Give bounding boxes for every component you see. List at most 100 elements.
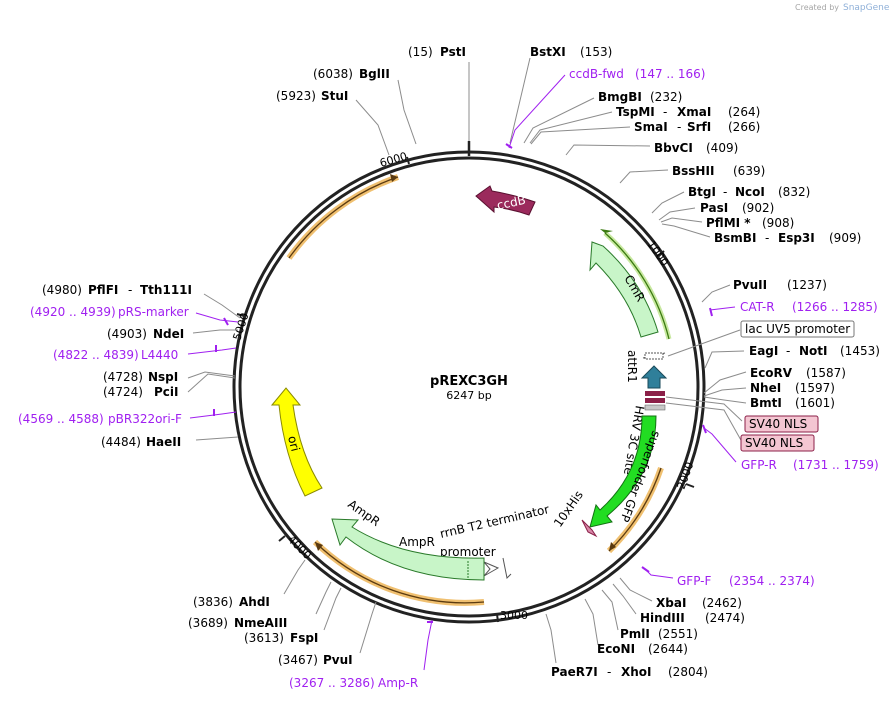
rrnB-terminator-glyph[interactable] <box>502 557 512 580</box>
ruler-label-3000: 3000 <box>500 609 528 622</box>
enzyme-BtgI[interactable]: BtgI <box>688 185 716 199</box>
enzyme-BstXI[interactable]: BstXI <box>530 45 566 59</box>
GFP-arrow[interactable] <box>589 415 657 528</box>
primer-range-L4440: (4822 .. 4839) <box>53 348 139 362</box>
attR1-box[interactable] <box>644 352 664 360</box>
enzyme-Esp3I[interactable]: Esp3I <box>778 231 815 245</box>
watermark-brand[interactable]: SnapGene <box>843 3 890 13</box>
AmpR-arrow[interactable] <box>331 518 485 581</box>
enzyme-NmeAIII[interactable]: NmeAIII <box>234 616 287 630</box>
enzyme-PvuII[interactable]: PvuII <box>733 278 767 292</box>
ccdB-arrow[interactable] <box>475 185 536 216</box>
enzyme-AhdI[interactable]: AhdI <box>239 595 270 609</box>
enzyme-HaeII[interactable]: HaeII <box>146 435 181 449</box>
ruler-label-1000: 1000 <box>645 238 672 268</box>
enzyme-PvuI[interactable]: PvuI <box>323 653 353 667</box>
enzyme-BssHII[interactable]: BssHII <box>672 164 714 178</box>
pos-PstI: (15) <box>408 45 433 59</box>
enzyme-BmgBI[interactable]: BmgBI <box>598 90 642 104</box>
primer-pBR322ori-F[interactable]: pBR322ori-F <box>108 412 182 426</box>
enzyme-PciI[interactable]: PciI <box>154 385 179 399</box>
feature-CmR[interactable]: CmR <box>589 241 659 338</box>
enzyme-EcoNI[interactable]: EcoNI <box>597 642 635 656</box>
primer-pRS-marker[interactable]: pRS-marker <box>118 305 189 319</box>
feature-ccdB[interactable]: ccdB <box>475 185 536 216</box>
boxlabel-lac-promoter: lac UV5 promoter <box>745 322 850 336</box>
enzyme-NotI[interactable]: NotI <box>799 344 828 358</box>
enzyme-NcoI[interactable]: NcoI <box>735 185 765 199</box>
enzyme-Tth111I[interactable]: Tth111I <box>140 283 192 297</box>
primer-mark-ccdB-fwd <box>505 143 513 149</box>
leader-PflMI <box>660 217 703 223</box>
box-sv40-nls-1[interactable] <box>744 415 819 433</box>
primer-ccdB-fwd[interactable]: ccdB-fwd <box>569 67 624 81</box>
pos-AhdI: (3836) <box>193 595 233 609</box>
enzyme-NspI[interactable]: NspI <box>148 370 178 384</box>
orf-arrow-top-left <box>390 174 398 182</box>
orf-arc-bottom-line <box>314 541 485 604</box>
leader-PvuI <box>359 601 377 654</box>
hrv-site-block[interactable] <box>644 404 666 411</box>
ruler-tick-1000 <box>657 250 665 258</box>
nls-block-2[interactable] <box>645 398 665 403</box>
feature-attR1[interactable]: attR1 <box>625 350 666 383</box>
CmR-arrow[interactable] <box>589 241 659 338</box>
his-tag-label: 10xHis <box>551 488 586 530</box>
cmr-orf-arrow <box>600 229 613 233</box>
enzyme-SmaI[interactable]: SmaI <box>634 120 668 134</box>
nls-block-1[interactable] <box>645 391 665 396</box>
enzyme-BmtI[interactable]: BmtI <box>750 396 782 410</box>
enzyme-StuI[interactable]: StuI <box>321 89 348 103</box>
leader-TspMI <box>529 111 613 144</box>
enzyme-EagI[interactable]: EagI <box>749 344 778 358</box>
dash-PaeR7I: - <box>607 665 611 679</box>
leader-FspI <box>323 587 342 631</box>
leader-PciI <box>187 373 236 393</box>
enzyme-NdeI[interactable]: NdeI <box>153 327 184 341</box>
primer-GFP-R[interactable]: GFP-R <box>741 458 777 472</box>
enzyme-BsmBI[interactable]: BsmBI <box>714 231 756 245</box>
cmr-orf-arc-line <box>604 232 670 340</box>
enzyme-HindIII[interactable]: HindIII <box>640 611 685 625</box>
enzyme-BglII[interactable]: BglII <box>359 67 390 81</box>
box-sv40-nls-2[interactable] <box>740 434 815 452</box>
primer-GFP-F[interactable]: GFP-F <box>677 574 712 588</box>
pos-PmlI: (2551) <box>658 627 698 641</box>
primer-Amp-R[interactable]: Amp-R <box>378 676 418 690</box>
pos-BssHII: (639) <box>733 164 765 178</box>
enzyme-PflMI[interactable]: PflMI * <box>706 216 751 230</box>
enzyme-NheI[interactable]: NheI <box>750 381 781 395</box>
enzyme-BbvCI[interactable]: BbvCI <box>654 141 693 155</box>
enzyme-EcoRV[interactable]: EcoRV <box>750 366 793 380</box>
leader-PmlI <box>601 589 619 631</box>
feature-ori[interactable]: ori <box>270 387 323 497</box>
leader-pBR322ori-F <box>189 411 237 419</box>
enzyme-PstI[interactable]: PstI <box>440 45 466 59</box>
his-tag-mark[interactable] <box>581 519 598 538</box>
enzyme-XbaI[interactable]: XbaI <box>656 596 686 610</box>
leader-BmgBI <box>523 97 595 144</box>
orf-arrow-bottom <box>315 542 323 551</box>
primer-range-Amp-R: (3267 .. 3286) <box>289 676 375 690</box>
box-lac-promoter[interactable] <box>740 320 855 338</box>
enzyme-PasI[interactable]: PasI <box>700 201 728 215</box>
enzyme-PflFI[interactable]: PflFI <box>88 283 118 297</box>
enzyme-XhoI[interactable]: XhoI <box>621 665 652 679</box>
enzyme-PaeR7I[interactable]: PaeR7I <box>551 665 598 679</box>
leader-PaeR7I <box>545 613 557 664</box>
leader-SmaI <box>530 126 631 145</box>
leader-NmeAIII <box>315 581 332 615</box>
primer-CAT-R[interactable]: CAT-R <box>740 300 775 314</box>
enzyme-PmlI[interactable]: PmlI <box>620 627 650 641</box>
ampr-promoter-arrow[interactable] <box>483 561 500 577</box>
primer-L4440[interactable]: L4440 <box>141 348 178 362</box>
pos-BglII: (6038) <box>313 67 353 81</box>
ori-arrow[interactable] <box>270 387 323 497</box>
enzyme-XmaI[interactable]: XmaI <box>677 105 711 119</box>
enzyme-TspMI[interactable]: TspMI <box>616 105 655 119</box>
pos-NspI: (4728) <box>103 370 143 384</box>
enzyme-SrfI[interactable]: SrfI <box>687 120 711 134</box>
enzyme-FspI[interactable]: FspI <box>290 631 318 645</box>
lac-promoter-arrow[interactable] <box>640 365 668 389</box>
